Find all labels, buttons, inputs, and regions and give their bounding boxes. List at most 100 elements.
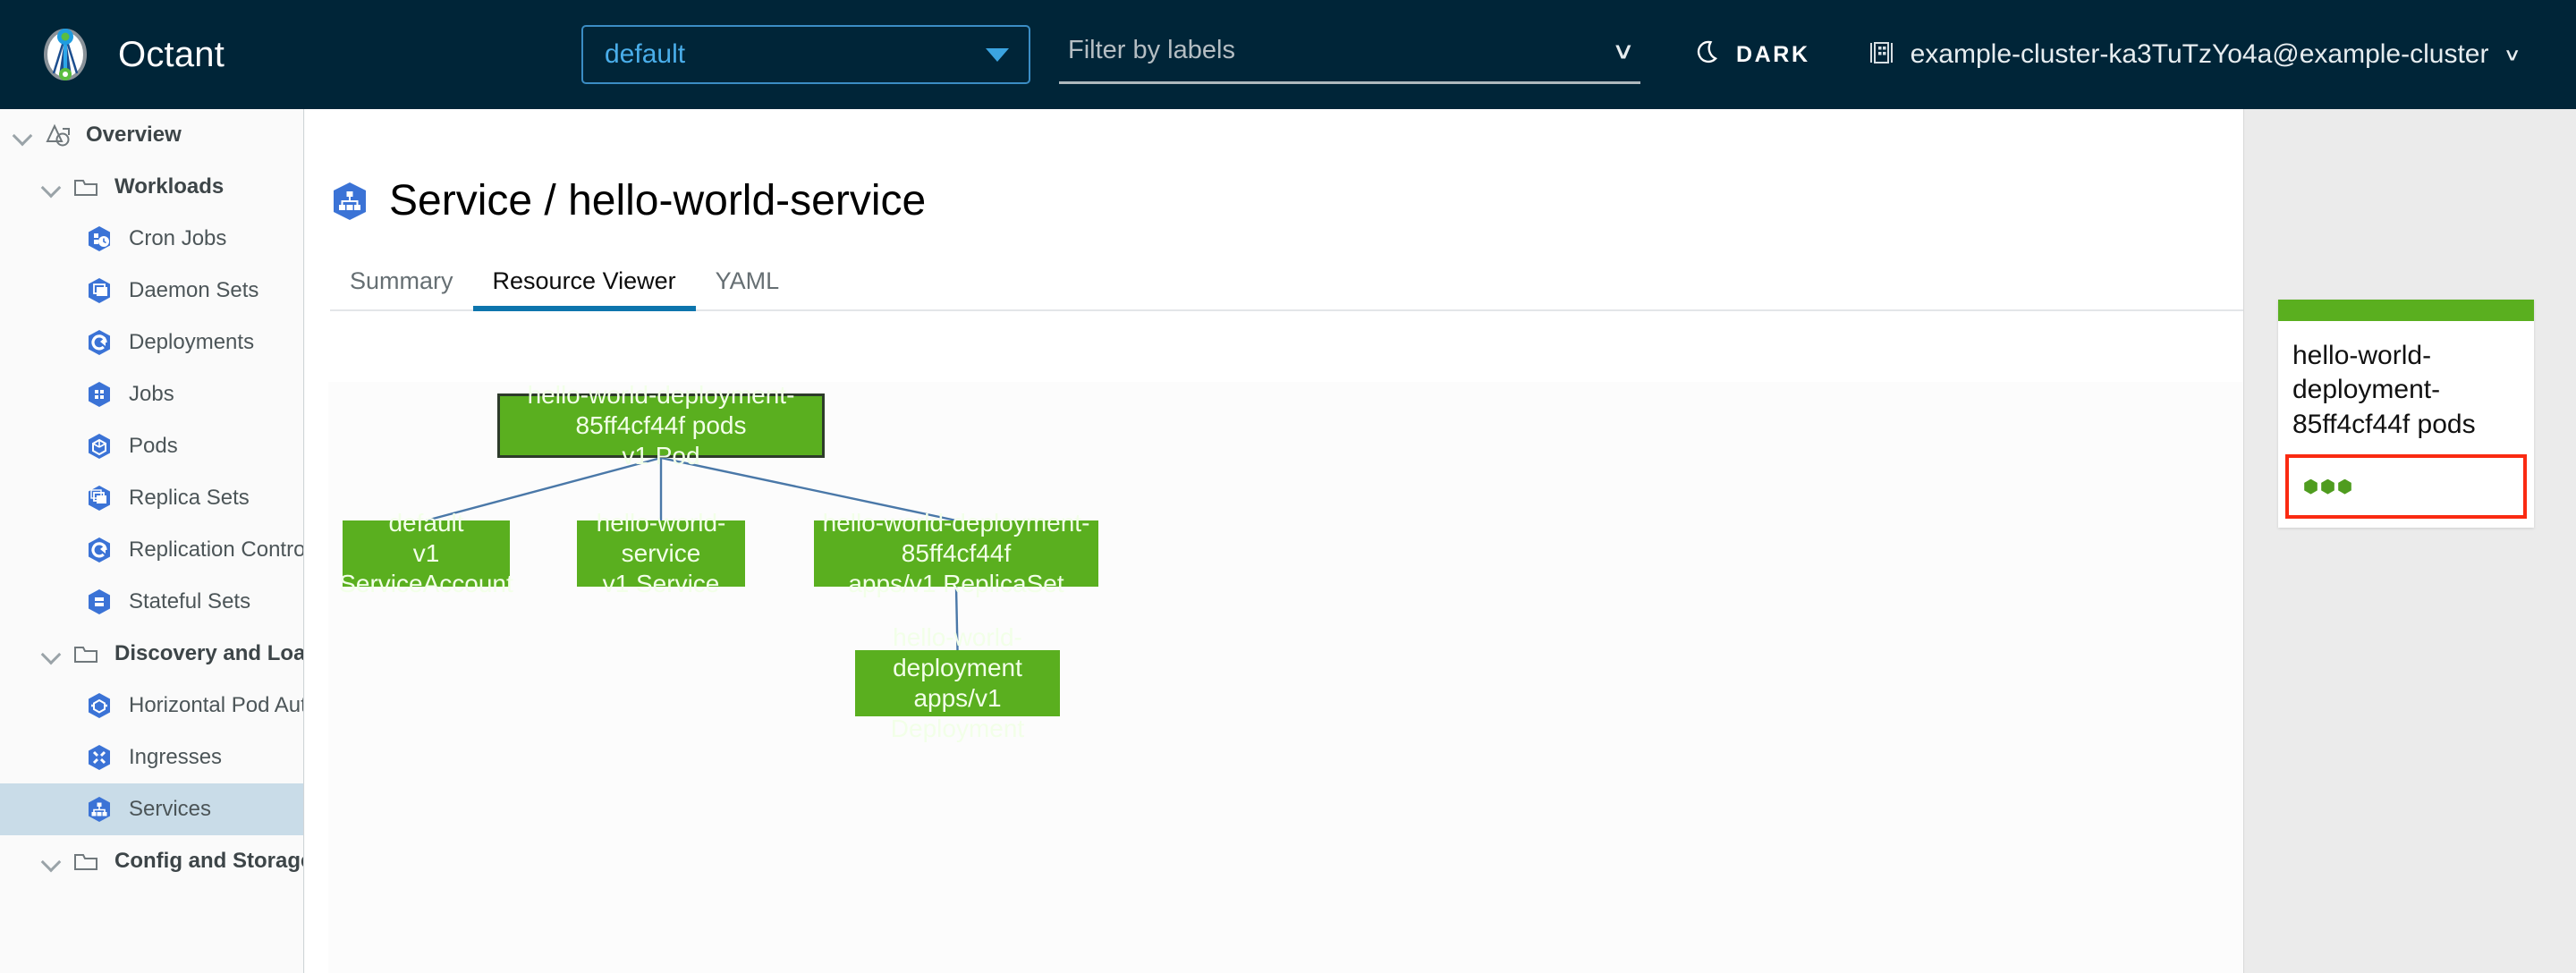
graph-edges xyxy=(426,456,959,651)
k8s-replicationcontroller-icon xyxy=(86,537,113,563)
graph-node-title: hello-world-deployment xyxy=(893,622,1022,681)
sidebar-item-stateful-sets[interactable]: Stateful Sets xyxy=(0,576,303,628)
k8s-statefulset-icon xyxy=(86,588,113,615)
k8s-replicaset-icon xyxy=(86,485,113,512)
main-content: Service / hello-world-service Summary Res… xyxy=(305,109,2576,973)
sidebar-item-ingresses[interactable]: Ingresses xyxy=(0,732,303,783)
card-title: hello-world-deployment-85ff4cf44f pods xyxy=(2292,341,2476,439)
sidebar-item-label: Horizontal Pod Autoscalers xyxy=(129,693,303,717)
graph-node-title: hello-world-deployment-85ff4cf44f xyxy=(822,508,1090,567)
namespace-value: default xyxy=(605,39,686,69)
tab-resource-viewer[interactable]: Resource Viewer xyxy=(472,267,696,311)
sidebar-item-label: Replication Controllers xyxy=(129,537,303,562)
top-header-bar: Octant default Filter by labels ∨ DARK xyxy=(0,0,2576,109)
folder-icon xyxy=(73,175,100,199)
graph-node-service[interactable]: hello-world-service v1 Service xyxy=(577,509,745,597)
brand[interactable]: Octant xyxy=(38,27,556,82)
theme-toggle-button[interactable]: DARK xyxy=(1696,39,1810,71)
sidebar-item-label: Services xyxy=(129,797,212,821)
sidebar-item-services[interactable]: Services xyxy=(0,783,303,835)
folder-icon xyxy=(73,850,100,873)
sidebar-item-discovery-and-load-balancing[interactable]: Discovery and Load Balancing xyxy=(0,628,303,680)
sidebar-item-deployments[interactable]: Deployments xyxy=(0,317,303,368)
pod-status-dot[interactable] xyxy=(2304,478,2318,495)
sidebar-item-daemon-sets[interactable]: Daemon Sets xyxy=(0,265,303,317)
graph-node-title: default xyxy=(388,508,464,537)
k8s-cronjob-icon xyxy=(86,225,113,252)
cluster-picker[interactable]: example-cluster-ka3TuTzYo4a@example-clus… xyxy=(1869,39,2521,71)
resource-detail-panel: hello-world-deployment-85ff4cf44f pods xyxy=(2243,109,2576,973)
tab-summary[interactable]: Summary xyxy=(350,267,453,294)
k8s-daemonset-icon xyxy=(86,277,113,304)
sidebar-item-label: Cron Jobs xyxy=(129,226,227,250)
chevron-down-icon[interactable] xyxy=(41,851,61,871)
sidebar-item-label: Overview xyxy=(86,123,182,147)
sidebar-item-label: Discovery and Load Balancing xyxy=(114,641,303,665)
k8s-hpa-icon xyxy=(86,692,113,719)
overview-icon xyxy=(45,123,72,147)
pod-status-dot[interactable] xyxy=(2338,478,2351,495)
tab-yaml[interactable]: YAML xyxy=(715,267,780,294)
namespace-select[interactable]: default xyxy=(581,25,1030,84)
graph-edge-replicaset-to-deployment xyxy=(954,586,959,651)
sidebar-item-replication-controllers[interactable]: Replication Controllers xyxy=(0,524,303,576)
chevron-down-icon[interactable] xyxy=(41,177,61,197)
sidebar-item-label: Ingresses xyxy=(129,745,223,769)
caret-down-icon xyxy=(986,47,1009,62)
moon-icon xyxy=(1696,39,1723,71)
sidebar-item-workloads[interactable]: Workloads xyxy=(0,161,303,213)
graph-node-title: hello-world-deployment-85ff4cf44f pods xyxy=(527,382,795,439)
cluster-icon xyxy=(1869,39,1894,71)
resource-viewer-canvas[interactable]: hello-world-deployment-85ff4cf44f pods v1… xyxy=(328,382,2266,973)
graph-node-replicaset[interactable]: hello-world-deployment-85ff4cf44f apps/v1… xyxy=(814,509,1098,597)
sidebar-item-label: Deployments xyxy=(129,330,255,354)
chevron-down-icon[interactable]: ∨ xyxy=(2503,44,2521,64)
graph-node-subtitle: v1 Service xyxy=(602,570,720,598)
resource-detail-card[interactable]: hello-world-deployment-85ff4cf44f pods xyxy=(2278,300,2534,529)
k8s-service-icon xyxy=(330,182,369,221)
cluster-name: example-cluster-ka3TuTzYo4a@example-clus… xyxy=(1910,39,2489,69)
sidebar-item-label: Daemon Sets xyxy=(129,278,259,302)
sidebar-item-label: Replica Sets xyxy=(129,486,250,510)
sidebar-item-label: Config and Storage xyxy=(114,849,304,873)
brand-name: Octant xyxy=(118,34,225,74)
sidebar-item-replica-sets[interactable]: Replica Sets xyxy=(0,472,303,524)
sidebar-item-jobs[interactable]: Jobs xyxy=(0,368,303,420)
sidebar-item-horizontal-pod-autoscalers[interactable]: Horizontal Pod Autoscalers xyxy=(0,680,303,732)
graph-edge-pod-to-replicaset xyxy=(660,456,957,522)
octant-logo-icon xyxy=(38,27,93,82)
k8s-deployment-icon xyxy=(86,329,113,356)
label-filter-placeholder: Filter by labels xyxy=(1068,36,1235,64)
graph-edge-pod-to-serviceaccount xyxy=(426,456,662,522)
sidebar-item-label: Workloads xyxy=(114,174,225,199)
graph-node-subtitle: apps/v1 ReplicaSet xyxy=(848,570,1064,598)
sidebar-item-overview[interactable]: Overview xyxy=(0,109,303,161)
folder-icon xyxy=(73,642,100,665)
graph-node-title: hello-world-service xyxy=(596,508,726,567)
graph-node-subtitle: v1 ServiceAccount xyxy=(339,538,513,598)
card-status-bar xyxy=(2278,300,2534,321)
k8s-service-icon xyxy=(86,796,113,823)
k8s-ingress-icon xyxy=(86,744,113,771)
sidebar-item-config-and-storage[interactable]: Config and Storage xyxy=(0,835,303,887)
label-filter-input[interactable]: Filter by labels ∨ xyxy=(1059,25,1640,84)
chevron-down-icon[interactable] xyxy=(41,644,61,664)
k8s-job-icon xyxy=(86,381,113,408)
pod-status-group[interactable] xyxy=(2285,454,2527,520)
page-title: Service / hello-world-service xyxy=(389,177,927,224)
graph-node-subtitle: apps/v1 Deployment xyxy=(890,684,1025,743)
chevron-down-icon[interactable] xyxy=(13,125,32,145)
theme-toggle-label: DARK xyxy=(1736,41,1810,67)
sidebar-item-cron-jobs[interactable]: Cron Jobs xyxy=(0,213,303,265)
chevron-down-icon[interactable]: ∨ xyxy=(1611,37,1635,63)
pod-status-dot[interactable] xyxy=(2321,478,2334,495)
sidebar-item-label: Pods xyxy=(129,434,178,458)
sidebar-item-label: Stateful Sets xyxy=(129,589,251,613)
sidebar-item-pods[interactable]: Pods xyxy=(0,420,303,472)
page-title-row: Service / hello-world-service xyxy=(330,176,2576,225)
tab-bar: Summary Resource Viewer YAML xyxy=(330,256,2267,311)
